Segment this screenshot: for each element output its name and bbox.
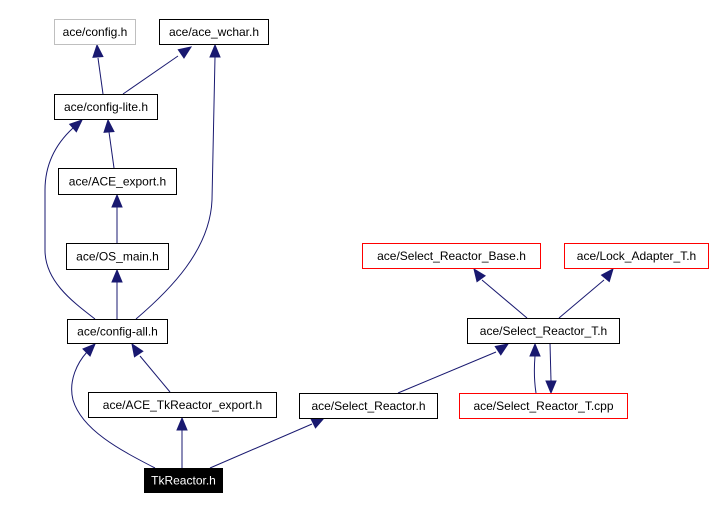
arrowhead-icon <box>68 119 83 133</box>
edge-line <box>558 279 605 319</box>
edge-config-all-h-to-ace-wchar-h <box>135 43 221 320</box>
edge-select-reactor-t-h-to-select-reactor-base-h <box>473 267 528 319</box>
arrowhead-icon <box>92 43 104 58</box>
node-label: ace/ace_wchar.h <box>169 25 259 39</box>
arrowhead-icon <box>131 342 144 358</box>
arrowhead-icon <box>545 380 557 395</box>
arrowhead-icon <box>600 267 614 283</box>
node-box[interactable] <box>159 19 269 45</box>
node-config-all-h[interactable]: ace/config-all.h <box>67 319 168 344</box>
edge-line <box>71 351 156 469</box>
node-box[interactable] <box>299 393 438 419</box>
edge-line <box>108 131 115 169</box>
arrowhead-icon <box>529 342 541 357</box>
node-box[interactable] <box>58 168 177 195</box>
arrowhead-icon <box>177 46 193 59</box>
node-ace-wchar-h[interactable]: ace/ace_wchar.h <box>159 19 269 45</box>
edge-select-reactor-h-to-select-reactor-t-h <box>397 343 510 394</box>
edge-tkreactor-h-to-config-all-h <box>71 343 156 469</box>
node-ace-tkreactor-export-h[interactable]: ace/ACE_TkReactor_export.h <box>88 392 277 418</box>
arrowhead-icon <box>473 267 487 283</box>
edge-line <box>397 351 497 394</box>
arrowhead-icon <box>209 43 221 58</box>
node-label: ace/ACE_export.h <box>69 175 166 189</box>
node-label: ace/Select_Reactor_T.h <box>480 324 607 338</box>
node-box[interactable] <box>67 319 168 344</box>
node-select-reactor-t-h[interactable]: ace/Select_Reactor_T.h <box>467 318 620 344</box>
edge-config-all-h-to-config-lite-h <box>44 119 96 320</box>
node-select-reactor-t-cpp[interactable]: ace/Select_Reactor_T.cpp <box>459 393 628 419</box>
node-label: ace/OS_main.h <box>76 250 159 264</box>
edge-select-reactor-t-h-to-lock-adapter-t-h <box>558 267 614 319</box>
edge-line <box>533 355 537 394</box>
edge-line <box>549 342 552 382</box>
node-ace-export-h[interactable]: ace/ACE_export.h <box>58 168 177 195</box>
edge-line <box>209 423 313 469</box>
edge-select-reactor-t-h-to-select-reactor-t-cpp <box>545 342 557 395</box>
edge-config-lite-h-to-ace-wchar-h <box>122 46 193 95</box>
edge-ace-export-h-to-config-lite-h <box>103 118 115 169</box>
node-label: ace/Select_Reactor.h <box>311 399 425 413</box>
node-label: ace/Select_Reactor_T.cpp <box>473 399 613 413</box>
edge-ace-tkreactor-export-h-to-config-all-h <box>131 342 171 393</box>
edge-select-reactor-t-cpp-to-select-reactor-t-h <box>529 342 541 394</box>
node-label: ace/Select_Reactor_Base.h <box>377 249 526 263</box>
node-select-reactor-base-h[interactable]: ace/Select_Reactor_Base.h <box>362 243 541 269</box>
node-box[interactable] <box>54 19 136 45</box>
arrowhead-icon <box>176 416 188 431</box>
edges-layer <box>44 43 614 469</box>
node-config-lite-h[interactable]: ace/config-lite.h <box>54 94 158 120</box>
node-os-main-h[interactable]: ace/OS_main.h <box>66 243 169 270</box>
edge-line <box>481 279 528 319</box>
arrowhead-icon <box>111 268 123 283</box>
edge-line <box>135 56 216 320</box>
nodes-layer: ace/config.h ace/ace_wchar.h ace/config-li… <box>54 19 709 493</box>
edge-tkreactor-h-to-select-reactor-h <box>209 417 326 469</box>
edge-line <box>122 55 179 95</box>
arrowhead-icon <box>494 343 510 356</box>
node-label: ace/Lock_Adapter_T.h <box>577 249 696 263</box>
node-label: ace/config.h <box>63 25 128 39</box>
node-box[interactable] <box>66 243 169 270</box>
node-label: ace/config-lite.h <box>64 100 148 114</box>
edge-line <box>44 127 96 320</box>
node-label: ace/config-all.h <box>77 325 158 339</box>
edge-line <box>139 355 171 393</box>
arrowhead-icon <box>111 193 123 208</box>
node-tkreactor-h[interactable]: TkReactor.h <box>144 468 223 493</box>
node-box[interactable] <box>362 243 541 269</box>
edge-os-main-h-to-ace-export-h <box>111 193 123 243</box>
node-label: TkReactor.h <box>151 474 216 488</box>
arrowhead-icon <box>82 343 96 357</box>
arrowhead-icon <box>310 417 326 429</box>
node-box[interactable] <box>144 468 223 493</box>
node-box[interactable] <box>54 94 158 120</box>
node-config-h[interactable]: ace/config.h <box>54 19 136 45</box>
edge-config-all-h-to-os-main-h <box>111 268 123 319</box>
edge-config-lite-h-to-config-h <box>92 43 104 95</box>
edge-line <box>97 57 104 95</box>
node-select-reactor-h[interactable]: ace/Select_Reactor.h <box>299 393 438 419</box>
node-label: ace/ACE_TkReactor_export.h <box>103 398 262 412</box>
edge-tkreactor-h-to-ace-tkreactor-export-h <box>176 416 188 468</box>
node-box[interactable] <box>459 393 628 419</box>
node-lock-adapter-t-h[interactable]: ace/Lock_Adapter_T.h <box>564 243 709 269</box>
node-box[interactable] <box>467 318 620 344</box>
arrowhead-icon <box>103 118 115 133</box>
node-box[interactable] <box>88 392 277 418</box>
node-box[interactable] <box>564 243 709 269</box>
